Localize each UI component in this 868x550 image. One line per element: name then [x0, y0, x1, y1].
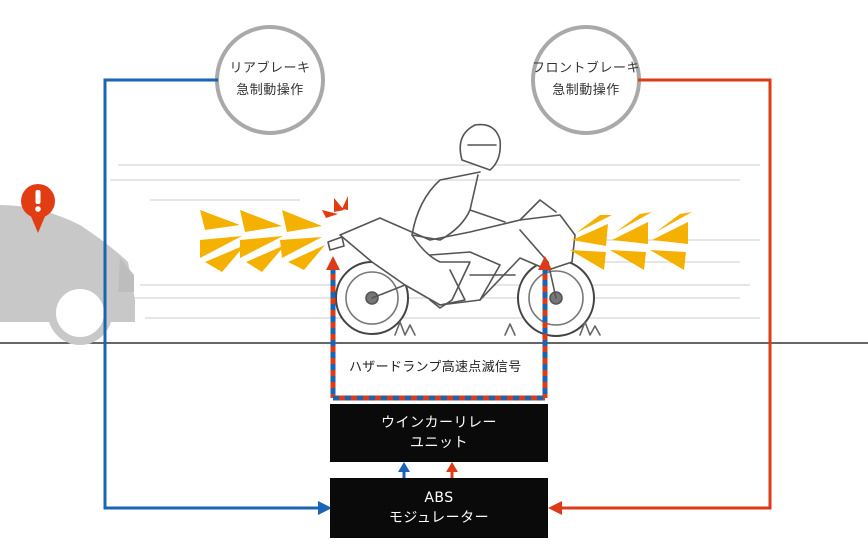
blink-rays-icon-left — [200, 210, 325, 272]
winker-relay-unit-box: ウインカーリレー ユニット — [330, 404, 548, 462]
blink-rays-icon-right — [570, 212, 692, 270]
hazard-signal-lines — [326, 256, 552, 401]
winker-relay-line2: ユニット — [410, 435, 468, 451]
hazard-signal-label: ハザードランプ高速点滅信号 — [345, 356, 526, 375]
brake-light-rays — [322, 196, 348, 218]
abs-to-relay-arrows — [398, 462, 458, 478]
rear-brake-line1: リアブレーキ — [229, 61, 311, 76]
red-arrow-head — [548, 501, 562, 515]
winker-relay-line1: ウインカーリレー — [381, 415, 497, 431]
front-brake-signal-line — [560, 78, 772, 510]
car-rear-illustration — [0, 205, 135, 345]
warning-exclamation-icon — [21, 184, 55, 233]
front-brake-line2: 急制動操作 — [552, 83, 620, 98]
abs-modulator-box: ABS モジュレーター — [330, 478, 548, 538]
rear-brake-label: リアブレーキ 急制動操作 — [215, 58, 325, 102]
rear-brake-signal-line — [103, 78, 320, 510]
front-brake-label: フロントブレーキ 急制動操作 — [531, 58, 641, 102]
abs-line2: モジュレーター — [388, 510, 490, 526]
blue-arrow-head — [318, 501, 332, 515]
front-brake-line1: フロントブレーキ — [531, 61, 640, 76]
abs-line1: ABS — [424, 490, 454, 506]
motorcycle-rider-illustration — [327, 123, 601, 337]
rear-brake-line2: 急制動操作 — [236, 83, 304, 98]
